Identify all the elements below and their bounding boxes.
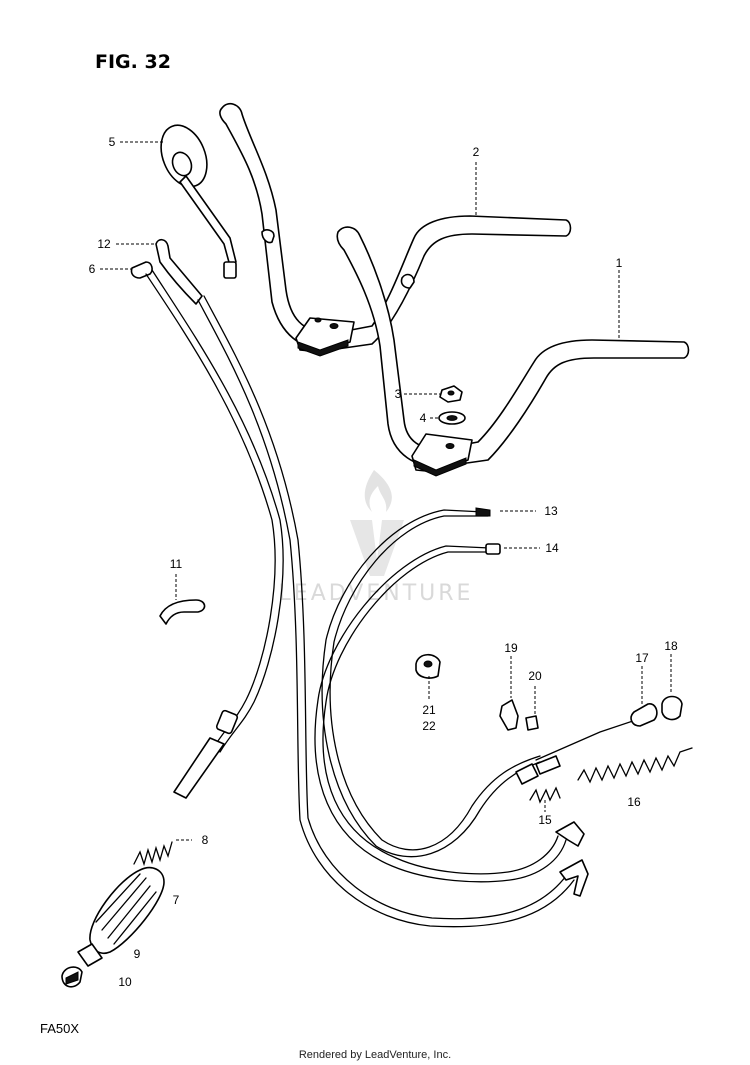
callout-17: 17 <box>635 651 649 665</box>
handlebar-upper[interactable] <box>219 102 572 357</box>
lever-bracket[interactable] <box>499 699 519 731</box>
cable-guide[interactable] <box>415 653 441 679</box>
callout-16: 16 <box>627 795 641 809</box>
throttle-cable[interactable] <box>130 261 284 799</box>
callout-19: 19 <box>504 641 518 655</box>
callout-13: 13 <box>544 504 558 518</box>
callout-10: 10 <box>118 975 132 989</box>
watermark: LEADVENTURE <box>279 470 470 606</box>
brake-cable-front[interactable] <box>155 238 589 928</box>
grip-end[interactable] <box>61 966 83 988</box>
speedometer-cable[interactable] <box>314 543 585 883</box>
adjuster-spring-small[interactable] <box>529 786 561 804</box>
callout-12: 12 <box>97 237 111 251</box>
callout-2: 2 <box>473 145 480 159</box>
leader-lines <box>100 141 672 841</box>
callout-9: 9 <box>134 947 141 961</box>
cable-clamp[interactable] <box>159 599 206 625</box>
callout-14: 14 <box>545 541 559 555</box>
callout-20: 20 <box>528 669 542 683</box>
callout-11: 11 <box>170 557 183 571</box>
model-code: FA50X <box>40 1021 79 1036</box>
grip-cap[interactable] <box>77 943 103 967</box>
cable-end-fitting[interactable] <box>630 703 658 727</box>
adjuster-spring-long[interactable] <box>577 747 693 784</box>
callout-1: 1 <box>616 256 623 270</box>
callout-18: 18 <box>664 639 678 653</box>
footer-credit: Rendered by LeadVenture, Inc. <box>299 1049 451 1061</box>
callout-8: 8 <box>202 833 209 847</box>
washer[interactable] <box>438 411 466 425</box>
figure-title: FIG. 32 <box>95 51 171 73</box>
rubber-cap[interactable] <box>661 695 683 721</box>
callout-4: 4 <box>420 411 427 425</box>
callout-numbers: 1 2 3 4 5 6 7 8 9 10 11 12 13 14 15 16 1… <box>89 135 678 989</box>
adjuster-cable[interactable] <box>515 719 637 785</box>
callout-6: 6 <box>89 262 96 276</box>
handlebar-lower[interactable] <box>336 226 690 477</box>
brake-cable-rear[interactable] <box>321 507 541 858</box>
callout-21: 21 <box>422 703 436 717</box>
callout-15: 15 <box>538 813 552 827</box>
callout-7: 7 <box>173 893 180 907</box>
mirror[interactable] <box>153 118 237 279</box>
callout-22: 22 <box>422 719 436 733</box>
leadventure-flame-logo <box>350 470 404 576</box>
throttle-grip[interactable] <box>89 866 165 955</box>
bracket-screw[interactable] <box>525 715 539 731</box>
callout-5: 5 <box>109 135 116 149</box>
nut[interactable] <box>439 385 463 403</box>
callout-3: 3 <box>395 387 402 401</box>
throttle-spring[interactable] <box>133 841 173 867</box>
